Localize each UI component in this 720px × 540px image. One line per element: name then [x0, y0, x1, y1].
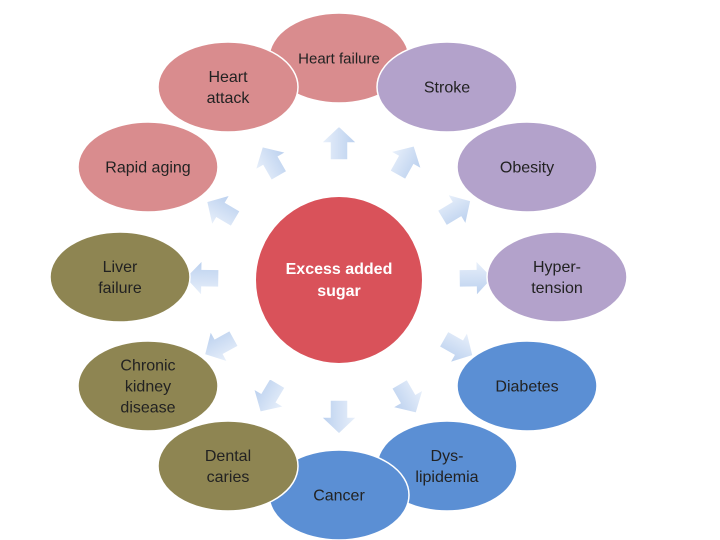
node-chronic-kidney-disease-shape — [77, 340, 219, 432]
node-hypertension: Hyper-tension — [486, 231, 628, 323]
node-dental-caries: Dental caries — [157, 420, 299, 512]
node-obesity: Obesity — [456, 121, 598, 213]
node-diabetes: Diabetes — [456, 340, 598, 432]
center-node-label: Excess added — [286, 261, 393, 278]
node-rapid-aging-label: Rapid aging — [105, 160, 190, 177]
node-diabetes-label: Diabetes — [495, 379, 558, 396]
node-stroke: Stroke — [376, 41, 518, 133]
node-chronic-kidney-disease-label: Chronic — [120, 358, 175, 375]
node-dyslipidemia: Dys-lipidemia — [376, 420, 518, 512]
node-chronic-kidney-disease-label: disease — [120, 400, 175, 417]
arrow-to-liver-failure — [183, 258, 220, 299]
node-heart-attack-label: Heart — [208, 69, 248, 86]
node-dental-caries-shape — [157, 420, 299, 512]
node-liver-failure-label: Liver — [103, 259, 138, 276]
node-heart-attack-label: attack — [207, 90, 251, 107]
arrow-to-hypertension — [458, 258, 495, 299]
arrow-to-stroke — [388, 144, 423, 181]
center-node-label: sugar — [317, 283, 361, 300]
arrow-to-cancer — [319, 399, 359, 436]
node-stroke-label: Stroke — [424, 80, 470, 97]
node-heart-attack: Heart attack — [157, 41, 299, 133]
node-obesity-label: Obesity — [500, 160, 554, 177]
arrow-ring — [183, 124, 495, 436]
arrow-to-chronic-kidney-disease — [203, 328, 240, 364]
arrow-to-rapid-aging — [205, 193, 242, 228]
node-chronic-kidney-disease-label: kidney — [125, 379, 171, 396]
node-dyslipidemia-label: Dys- — [431, 448, 464, 465]
node-liver-failure-label: failure — [98, 280, 142, 297]
node-dental-caries-label: caries — [207, 469, 250, 486]
arrow-to-obesity — [436, 192, 472, 227]
node-liver-failure: Liver failure — [49, 231, 191, 323]
node-rapid-aging-shape — [77, 121, 219, 213]
node-diabetes-shape — [456, 340, 598, 432]
node-liver-failure-shape — [49, 231, 191, 323]
outcome-nodes: Heart failureStrokeObesityHyper-tensionD… — [49, 12, 628, 540]
node-hypertension-label: tension — [531, 280, 583, 297]
arrow-to-dental-caries — [252, 377, 287, 414]
arrow-to-heart-failure — [319, 124, 359, 161]
node-rapid-aging: Rapid aging — [77, 121, 219, 213]
center-node-shape — [254, 195, 424, 365]
arrow-to-dyslipidemia — [390, 378, 425, 415]
node-hypertension-label: Hyper- — [533, 259, 581, 276]
node-hypertension-shape — [486, 231, 628, 323]
node-chronic-kidney-disease: Chronic kidney disease — [77, 340, 219, 432]
node-obesity-shape — [456, 121, 598, 213]
node-dental-caries-label: Dental — [205, 448, 251, 465]
arrow-to-diabetes — [438, 329, 475, 365]
node-heart-failure-label: Heart failure — [298, 51, 380, 68]
center-node: Excess added sugar — [254, 195, 424, 365]
node-stroke-shape — [376, 41, 518, 133]
node-dyslipidemia-label: lipidemia — [415, 469, 478, 486]
node-heart-attack-shape — [157, 41, 299, 133]
node-cancer-label: Cancer — [313, 488, 365, 505]
arrow-to-heart-attack — [253, 145, 289, 182]
